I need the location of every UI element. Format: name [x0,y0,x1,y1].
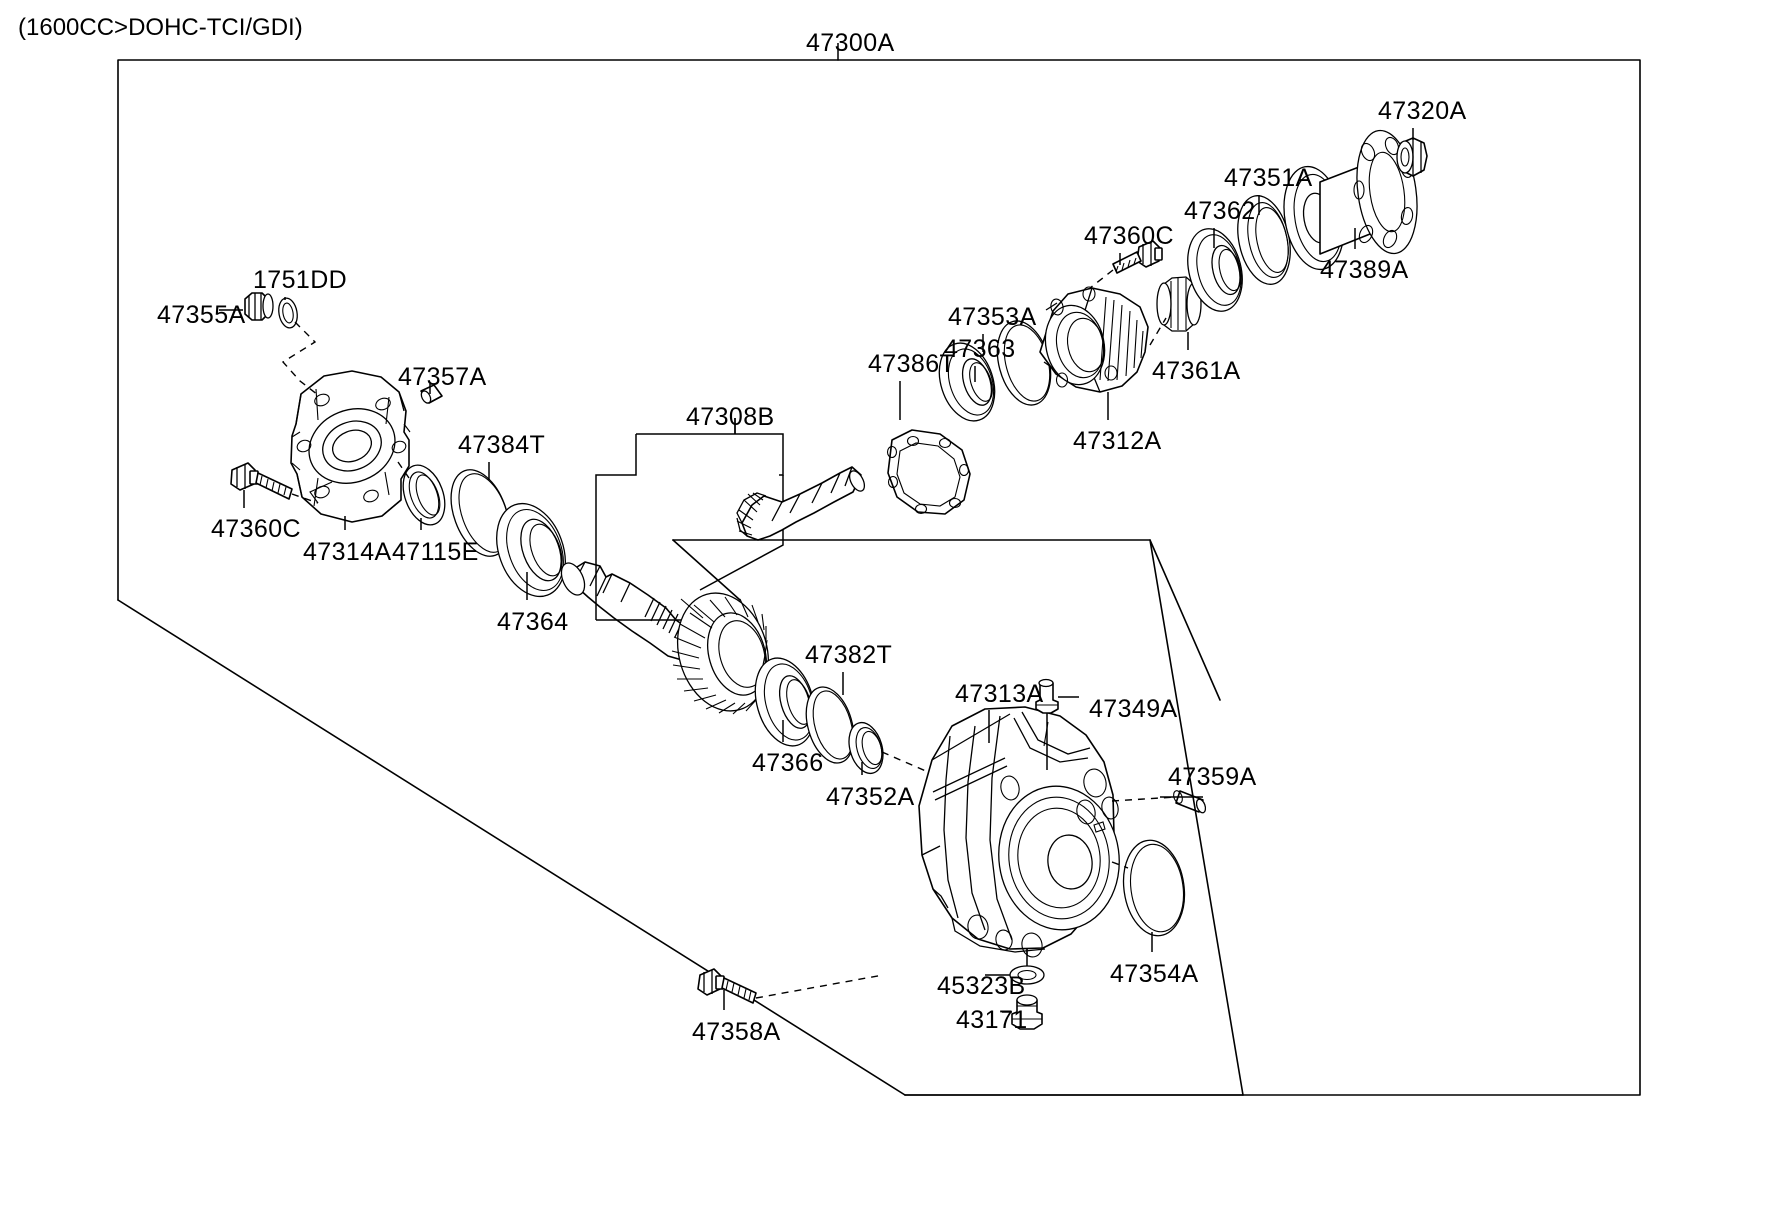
callout-47313A: 47313A [955,680,1044,708]
callout-47360C-left: 47360C [211,515,301,543]
part-47308B-pinion-shaft-lower [560,561,706,661]
part-47359A-dowel-pin [1173,790,1207,814]
callout-47353A: 47353A [948,303,1037,331]
part-47308B-pinion-shaft-upper [736,466,866,541]
part-47115E-oil-seal [402,464,446,526]
assembly-line-plug [281,321,319,396]
assembly-line-47352A [881,751,936,776]
part-47314A-cover-case [290,370,411,523]
part-47312A-carrier-retainer [1039,286,1149,393]
callout-47360C-right: 47360C [1084,222,1174,250]
callout-47300A: 47300A [806,29,895,57]
callout-43171: 43171 [956,1006,1028,1034]
part-47361A-spacer-collar [1156,276,1202,332]
assembly-line-seal [397,461,410,479]
callout-47364: 47364 [497,608,569,636]
callout-47349A: 47349A [1089,695,1178,723]
callout-47358A: 47358A [692,1018,781,1046]
callout-47389A: 47389A [1320,256,1409,284]
callout-47355A: 47355A [157,301,246,329]
part-47362-bearing [1187,228,1243,312]
part-47351A-oil-seal [1237,195,1291,285]
callout-47314A: 47314A [303,538,392,566]
header-note: (1600CC>DOHC-TCI/GDI) [18,14,303,41]
part-47349A-breather-vent [1035,678,1059,770]
interior-guide-lines [672,539,1221,701]
callout-47362: 47362 [1184,197,1256,225]
callout-47352A: 47352A [826,783,915,811]
callout-1751DD: 1751DD [253,266,348,294]
part-47363-bearing [938,342,996,422]
part-47360C-bolt-right [1089,240,1163,289]
part-47389A-companion-flange [1283,129,1418,271]
callout-47308B: 47308B [686,403,775,431]
assembly-line-collar [1149,317,1167,346]
callout-47354A: 47354A [1110,960,1199,988]
callout-47359A: 47359A [1168,763,1257,791]
assembly-line-47359A [1111,796,1177,802]
callout-47361A: 47361A [1152,357,1241,385]
callout-47386T: 47386T [868,350,956,378]
part-47360C-bolt-left [230,462,333,504]
part-1751DD-gasket-washer [278,297,298,329]
part-47386T-shim-plate [886,429,971,515]
callout-47312A: 47312A [1073,427,1162,455]
part-47313A-transfer-case-housing [918,706,1120,958]
part-43171-drain-plug [1011,994,1043,1030]
callout-47384T: 47384T [458,431,546,459]
part-47308B-ring-gear [671,592,770,715]
callout-45323B: 45323B [937,972,1026,1000]
callout-47320A: 47320A [1378,97,1467,125]
callout-47363: 47363 [944,335,1016,363]
callout-47357A: 47357A [398,363,487,391]
part-47366-bearing [754,657,816,747]
part-47354A-o-ring [1122,839,1186,937]
callout-47382T: 47382T [805,641,893,669]
part-47382T-shim [805,686,855,764]
part-47352A-oil-seal [848,721,884,775]
callout-47115E: 47115E [392,538,479,566]
part-47364-bearing [496,502,566,598]
callout-47351A: 47351A [1224,164,1313,192]
part-47320A-nut [1396,137,1428,177]
part-47355A-filler-plug [244,292,274,321]
callout-47366: 47366 [752,749,824,777]
part-47358A-bolt [697,968,884,1004]
assembly-line-47354A [1111,861,1129,869]
